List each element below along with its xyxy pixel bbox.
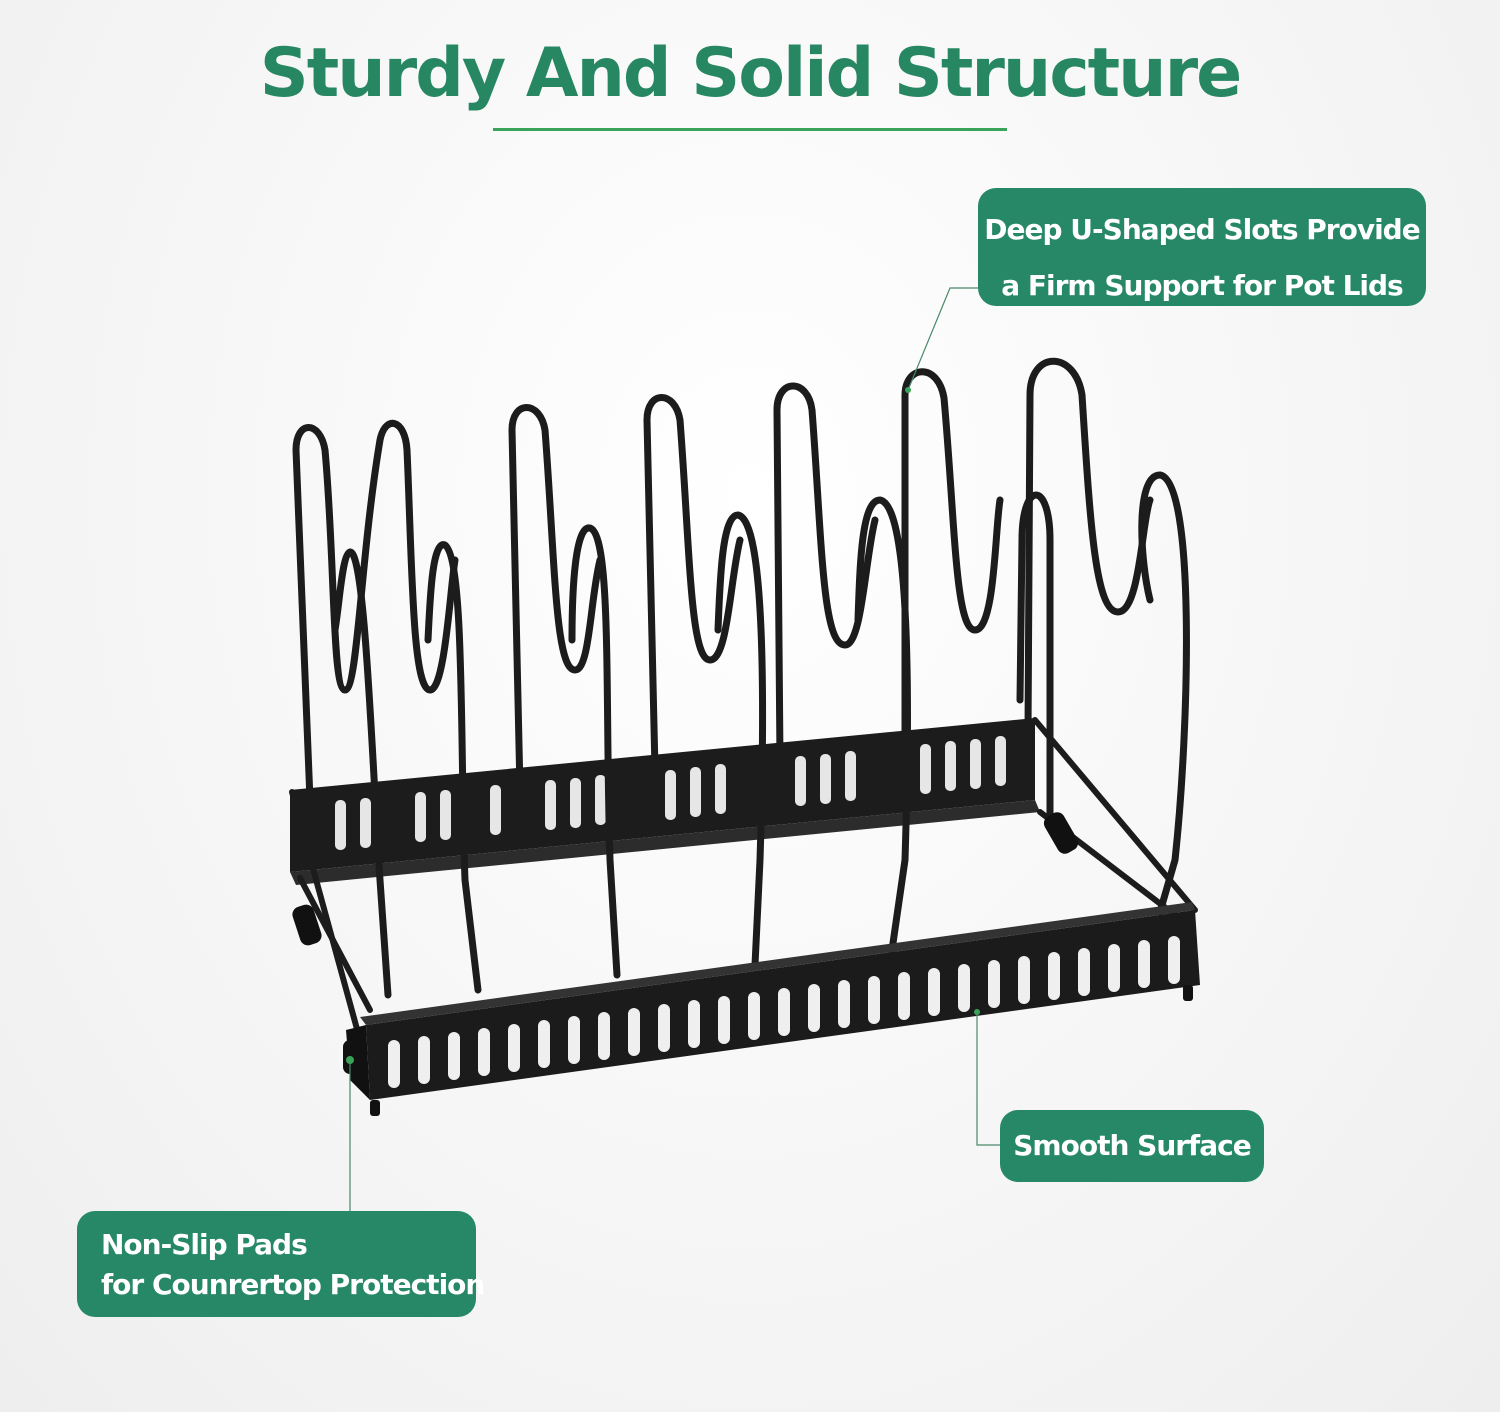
callout-pads-line2: for Counrertop Protection <box>101 1268 485 1301</box>
front-rail <box>346 902 1200 1100</box>
callout-u-shaped-slots: Deep U-Shaped Slots Provide a Firm Suppo… <box>978 188 1426 306</box>
callout-lids-line2: a Firm Support for Pot Lids <box>1001 269 1403 302</box>
wire-dividers-front <box>331 471 1190 999</box>
leader-dots <box>346 387 980 1064</box>
callout-non-slip-pads: Non-Slip Pads for Counrertop Protection <box>77 1211 485 1317</box>
side-frame-joints <box>292 812 1079 946</box>
callout-pads-line1: Non-Slip Pads <box>101 1228 308 1261</box>
back-rail-slots <box>335 736 1006 850</box>
callout-leaders <box>349 287 1000 1211</box>
callout-smooth-text: Smooth Surface <box>1013 1129 1251 1162</box>
back-rail <box>290 718 1040 885</box>
leader-lids <box>907 287 978 391</box>
front-rail-slots <box>388 936 1180 1088</box>
title-underline <box>493 128 1007 131</box>
leader-smooth <box>976 1012 1000 1146</box>
page-title: Sturdy And Solid Structure <box>259 34 1242 113</box>
callout-lids-line1: Deep U-Shaped Slots Provide <box>984 213 1420 246</box>
callout-smooth-surface: Smooth Surface <box>1000 1110 1264 1182</box>
